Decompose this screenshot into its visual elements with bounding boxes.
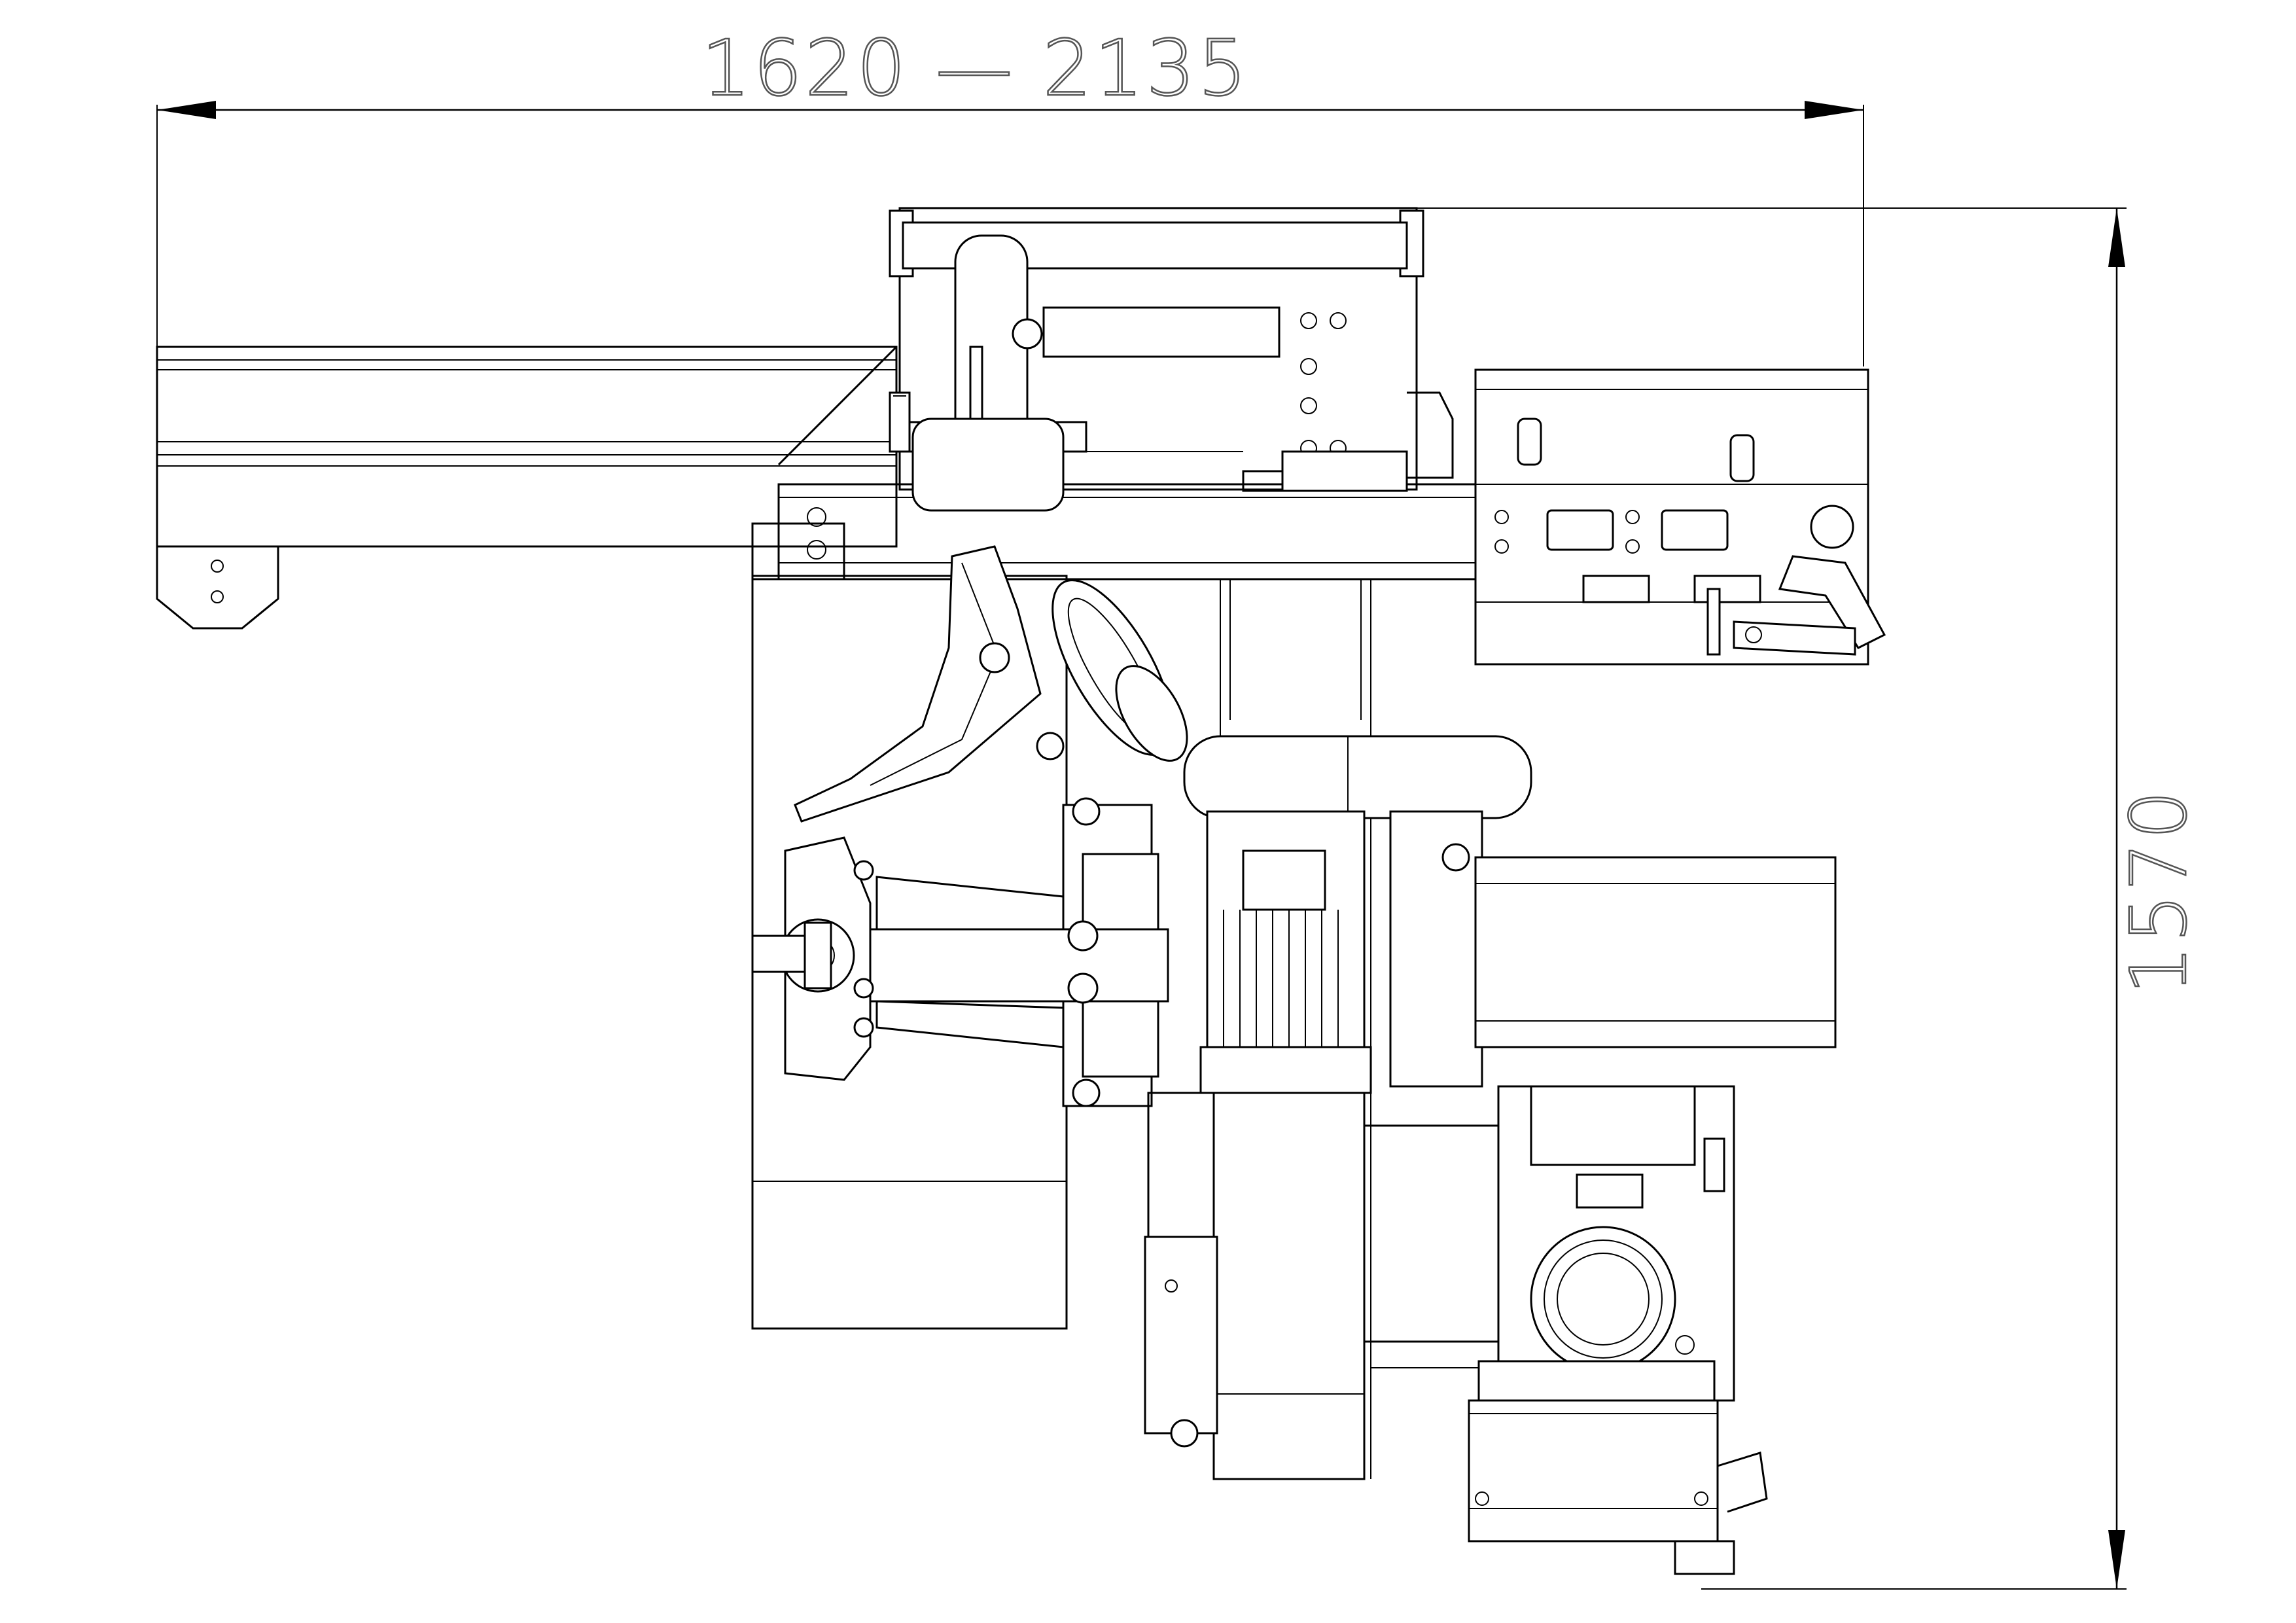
bolt-hole	[211, 590, 224, 603]
mounting-head-frame	[889, 207, 1454, 512]
lower-motor-unit	[1468, 1085, 1768, 1575]
wheel-clamp	[751, 797, 1169, 1107]
bolt-hole	[211, 560, 224, 573]
lower-column	[1144, 1092, 1510, 1480]
motor-cooling-fins	[1223, 910, 1339, 1047]
height-dimension-label: 1570	[2113, 788, 2204, 995]
bead-press-arm	[794, 545, 1188, 823]
turntable-motor	[1183, 735, 1837, 1094]
width-dimension: 1620 — 2135	[156, 22, 1864, 589]
horizontal-beam	[156, 346, 898, 630]
height-dimension: 1570	[1410, 207, 2204, 1590]
width-dimension-label: 1620 — 2135	[701, 23, 1250, 113]
top-right-carriage	[1474, 368, 1886, 666]
